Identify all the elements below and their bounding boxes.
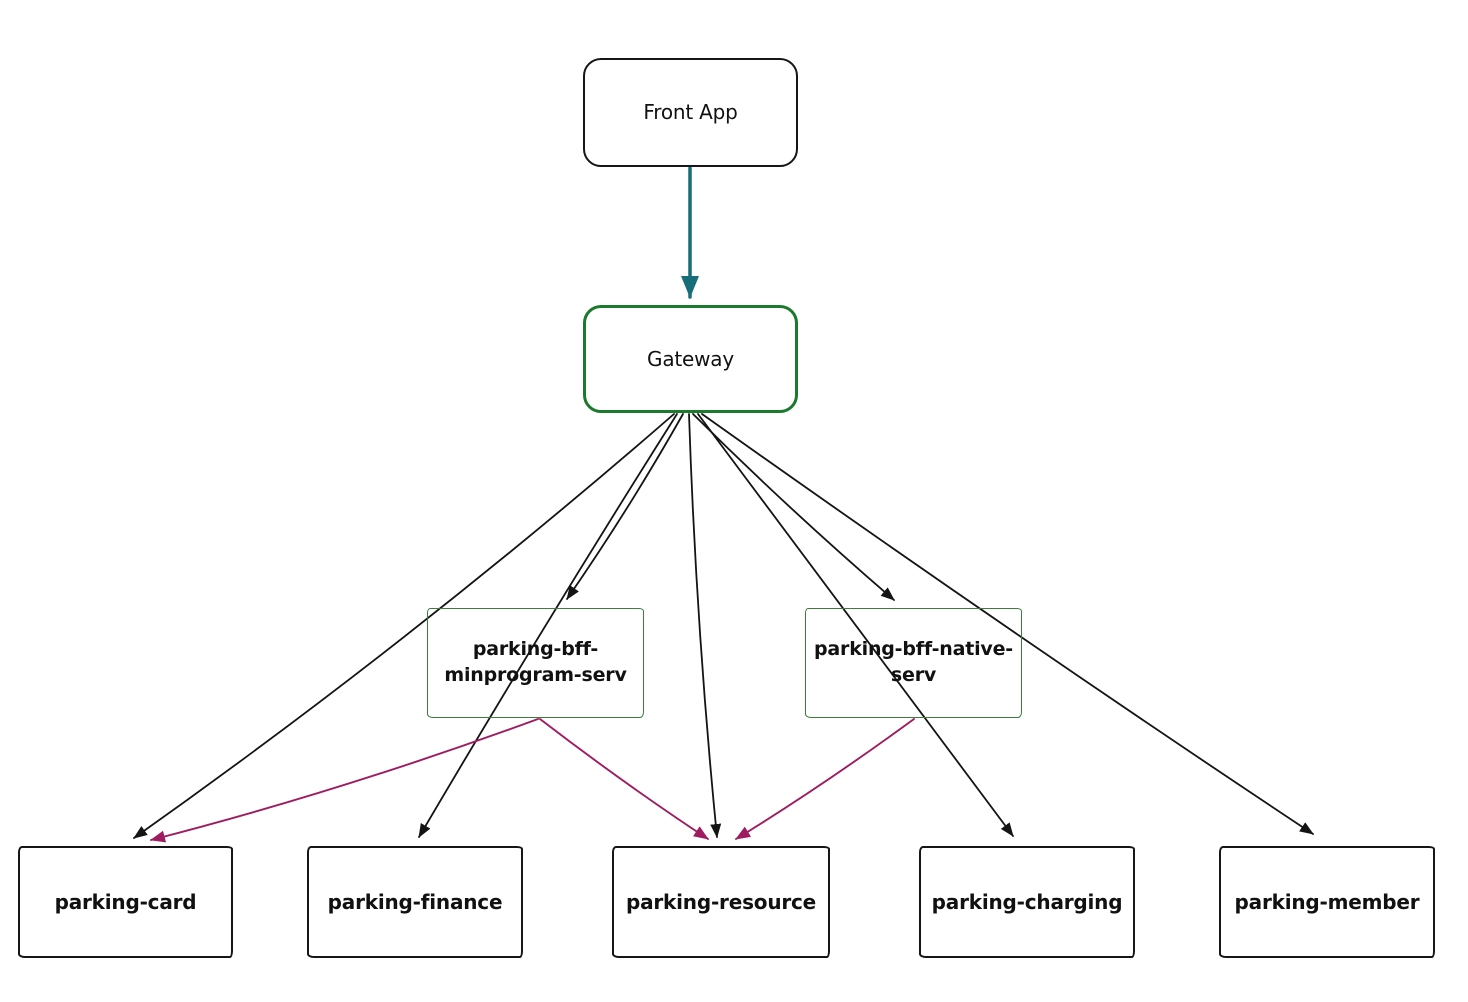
node-parking-resource-label: parking-resource bbox=[625, 889, 817, 914]
node-gateway-label: Gateway bbox=[647, 346, 734, 371]
node-parking-finance-label: parking-finance bbox=[327, 889, 503, 914]
node-parking-charging: parking-charging bbox=[919, 846, 1135, 958]
edge-gateway-to-bff_minprogram bbox=[566, 413, 684, 600]
node-gateway: Gateway bbox=[583, 305, 798, 413]
node-parking-bff-native-serv-label: parking-bff-native- serv bbox=[814, 638, 1013, 686]
node-parking-bff-minprogram-serv: parking-bff- minprogram-serv bbox=[427, 608, 644, 718]
node-parking-member-label: parking-member bbox=[1234, 889, 1420, 914]
node-parking-bff-minprogram-serv-label: parking-bff- minprogram-serv bbox=[444, 638, 627, 686]
edge-gateway-to-member bbox=[701, 413, 1314, 835]
edge-gateway-to-card bbox=[133, 413, 675, 839]
node-parking-member: parking-member bbox=[1219, 846, 1435, 958]
edge-bff_native-to-resource bbox=[735, 718, 915, 840]
node-parking-bff-native-serv: parking-bff-native- serv bbox=[805, 608, 1022, 718]
edge-gateway-to-finance bbox=[418, 413, 678, 838]
node-parking-card-label: parking-card bbox=[54, 889, 197, 914]
node-parking-charging-label: parking-charging bbox=[931, 889, 1123, 914]
edge-gateway-to-charging bbox=[697, 413, 1014, 837]
node-front-app-label: Front App bbox=[643, 100, 738, 124]
node-parking-resource: parking-resource bbox=[612, 846, 830, 958]
edge-bff_minprogram-to-resource bbox=[539, 718, 709, 840]
node-parking-finance: parking-finance bbox=[307, 846, 523, 958]
edge-gateway-to-bff_native bbox=[692, 413, 895, 601]
node-front-app: Front App bbox=[583, 58, 798, 167]
edge-gateway-to-resource bbox=[688, 413, 722, 838]
edge-bff_minprogram-to-card bbox=[150, 718, 539, 843]
node-parking-card: parking-card bbox=[18, 846, 233, 958]
